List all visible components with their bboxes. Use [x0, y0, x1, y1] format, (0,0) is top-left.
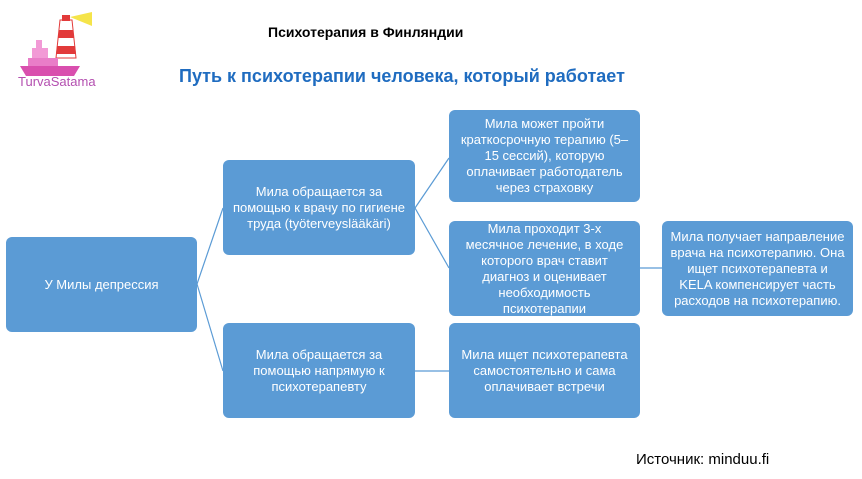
node-self-pay: Мила ищет психотерапевта самостоятельно …: [449, 323, 640, 418]
connector-occupational-to-short: [414, 157, 450, 209]
connector-root-to-direct: [196, 283, 224, 372]
connector-occupational-to-three-month: [414, 207, 450, 269]
node-direct-psychotherapist: Мила обращается за помощью напрямую к пс…: [223, 323, 415, 418]
diagram-subtitle: Путь к психотерапии человека, который ра…: [179, 66, 625, 86]
page-title: Психотерапия в Финляндии: [268, 24, 464, 40]
node-three-month-treatment: Мила проходит 3-х месячное лечение, в хо…: [449, 221, 640, 316]
node-occupational-doctor: Мила обращается за помощью к врачу по ги…: [223, 160, 415, 255]
ship-lighthouse-logo-icon: [20, 12, 92, 76]
node-short-term-therapy: Мила может пройти краткосрочную терапию …: [449, 110, 640, 202]
source-citation: Источник: minduu.fi: [636, 451, 770, 468]
logo-text: TurvaSatama: [18, 74, 96, 89]
node-referral-kela: Мила получает направление врача на психо…: [662, 221, 853, 316]
connector-root-to-occupational: [196, 207, 224, 285]
node-root-depression: У Милы депрессия: [6, 237, 197, 332]
